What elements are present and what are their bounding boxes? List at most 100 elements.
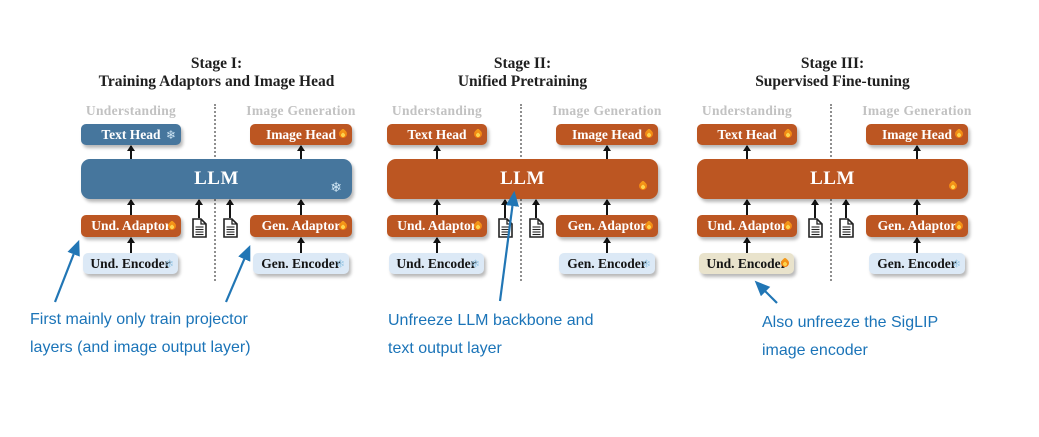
gen-adaptor-box: Gen. Adaptor xyxy=(250,215,352,237)
und-adaptor-box: Und. Adaptor xyxy=(387,215,487,237)
document-icon xyxy=(839,218,854,238)
snowflake-icon: ❄ xyxy=(470,257,480,270)
und-encoder-box: Und. Encoder ❄ xyxy=(83,253,178,274)
und-encoder-label: Und. Encoder xyxy=(396,255,477,271)
gen-adaptor-label: Gen. Adaptor xyxy=(877,218,957,233)
und-adaptor-box: Und. Adaptor xyxy=(81,215,181,237)
flow-arrow xyxy=(296,199,305,215)
image-head-label: Image Head xyxy=(571,126,643,142)
stage-title: Stage III: Supervised Fine-tuning xyxy=(668,55,998,91)
gen-encoder-box: Gen. Encoder ❄ xyxy=(253,253,349,274)
annotation-line: Also unfreeze the SigLIP xyxy=(762,314,939,331)
text-head-box: Text Head xyxy=(697,124,797,145)
text-head-label: Text Head xyxy=(717,126,777,142)
flow-arrow xyxy=(912,237,921,253)
stage-title-line1: Stage III: xyxy=(800,55,865,72)
und-encoder-label: Und. Encoder xyxy=(90,255,171,271)
stage-title: Stage I: Training Adaptors and Image Hea… xyxy=(52,55,382,91)
und-encoder-label: Und. Encoder xyxy=(706,255,787,271)
fire-icon xyxy=(783,127,792,143)
fire-icon xyxy=(473,127,482,143)
fire-icon xyxy=(338,218,347,234)
gen-adaptor-label: Gen. Adaptor xyxy=(261,218,341,233)
text-head-box: Text Head xyxy=(387,124,487,145)
flow-arrow xyxy=(225,199,234,218)
snowflake-icon: ❄ xyxy=(165,127,176,142)
flow-arrow xyxy=(912,145,921,159)
annotation-line: text output layer xyxy=(388,340,502,357)
document-icon xyxy=(498,218,513,238)
flow-arrow xyxy=(296,145,305,159)
flow-arrow xyxy=(912,199,921,215)
flow-arrow xyxy=(742,237,751,253)
flow-arrow xyxy=(432,237,441,253)
flow-arrow xyxy=(126,145,135,159)
fire-icon xyxy=(954,218,963,234)
flow-arrow xyxy=(126,237,135,253)
fire-icon xyxy=(783,218,792,234)
section-label-understanding: Understanding xyxy=(85,103,177,118)
callout-arrow xyxy=(53,239,80,303)
flow-arrow xyxy=(742,145,751,159)
stage-title-line1: Stage I: xyxy=(190,55,243,72)
flow-arrow xyxy=(432,145,441,159)
und-adaptor-box: Und. Adaptor xyxy=(697,215,797,237)
annotation-line: Unfreeze LLM backbone and xyxy=(388,312,594,329)
image-head-box: Image Head xyxy=(866,124,968,145)
flow-arrow xyxy=(126,199,135,215)
fire-icon xyxy=(473,218,482,234)
gen-adaptor-label: Gen. Adaptor xyxy=(567,218,647,233)
und-encoder-box: Und. Encoder xyxy=(699,253,794,274)
snowflake-icon: ❄ xyxy=(335,257,345,270)
fire-icon xyxy=(167,218,176,234)
annotation-line: image encoder xyxy=(762,342,868,359)
stage-3-panel: Stage III: Supervised Fine-tuning Unders… xyxy=(697,0,971,400)
fire-icon xyxy=(338,127,347,143)
fire-icon xyxy=(948,180,958,195)
image-head-label: Image Head xyxy=(881,126,953,142)
annotation-stage-1: First mainly only train projector layers… xyxy=(30,306,251,362)
fire-icon xyxy=(954,127,963,143)
gen-encoder-label: Gen. Encoder xyxy=(567,255,647,271)
gen-encoder-label: Gen. Encoder xyxy=(261,255,341,271)
annotation-stage-2: Unfreeze LLM backbone and text output la… xyxy=(388,307,593,363)
flow-arrow xyxy=(602,199,611,215)
gen-encoder-box: Gen. Encoder ❄ xyxy=(869,253,965,274)
und-adaptor-label: Und. Adaptor xyxy=(91,218,171,233)
llm-label: LLM xyxy=(810,168,855,189)
stage-title-line2: Supervised Fine-tuning xyxy=(755,73,910,90)
llm-label: LLM xyxy=(194,168,239,189)
image-head-box: Image Head xyxy=(556,124,658,145)
document-icon xyxy=(529,218,544,238)
gen-encoder-label: Gen. Encoder xyxy=(877,255,957,271)
stage-title-line2: Unified Pretraining xyxy=(457,73,588,90)
flow-arrow xyxy=(531,199,540,218)
text-head-label: Text Head xyxy=(407,126,467,142)
flow-arrow xyxy=(742,199,751,215)
document-icon xyxy=(192,218,207,238)
annotation-line: layers (and image output layer) xyxy=(30,339,251,356)
flow-arrow xyxy=(432,199,441,215)
fire-icon xyxy=(644,218,653,234)
stage-title-line1: Stage II: xyxy=(493,55,552,72)
flow-arrow xyxy=(602,237,611,253)
stage-title-line2: Training Adaptors and Image Head xyxy=(98,73,335,90)
annotation-line: First mainly only train projector xyxy=(30,311,248,328)
fire-icon xyxy=(780,256,789,272)
stage-1-panel: Stage I: Training Adaptors and Image Hea… xyxy=(81,0,355,400)
snowflake-icon: ❄ xyxy=(330,180,342,196)
fire-icon xyxy=(638,180,648,195)
llm-box: LLM xyxy=(697,159,968,199)
image-head-label: Image Head xyxy=(265,126,337,142)
text-head-box: Text Head ❄ xyxy=(81,124,181,145)
snowflake-icon: ❄ xyxy=(641,257,651,270)
flow-arrow xyxy=(602,145,611,159)
annotation-stage-3: Also unfreeze the SigLIP image encoder xyxy=(762,309,938,365)
section-label-understanding: Understanding xyxy=(701,103,793,118)
document-icon xyxy=(223,218,238,238)
stage-2-panel: Stage II: Unified Pretraining Understand… xyxy=(387,0,661,400)
gen-adaptor-box: Gen. Adaptor xyxy=(866,215,968,237)
fire-icon xyxy=(644,127,653,143)
section-label-understanding: Understanding xyxy=(391,103,483,118)
